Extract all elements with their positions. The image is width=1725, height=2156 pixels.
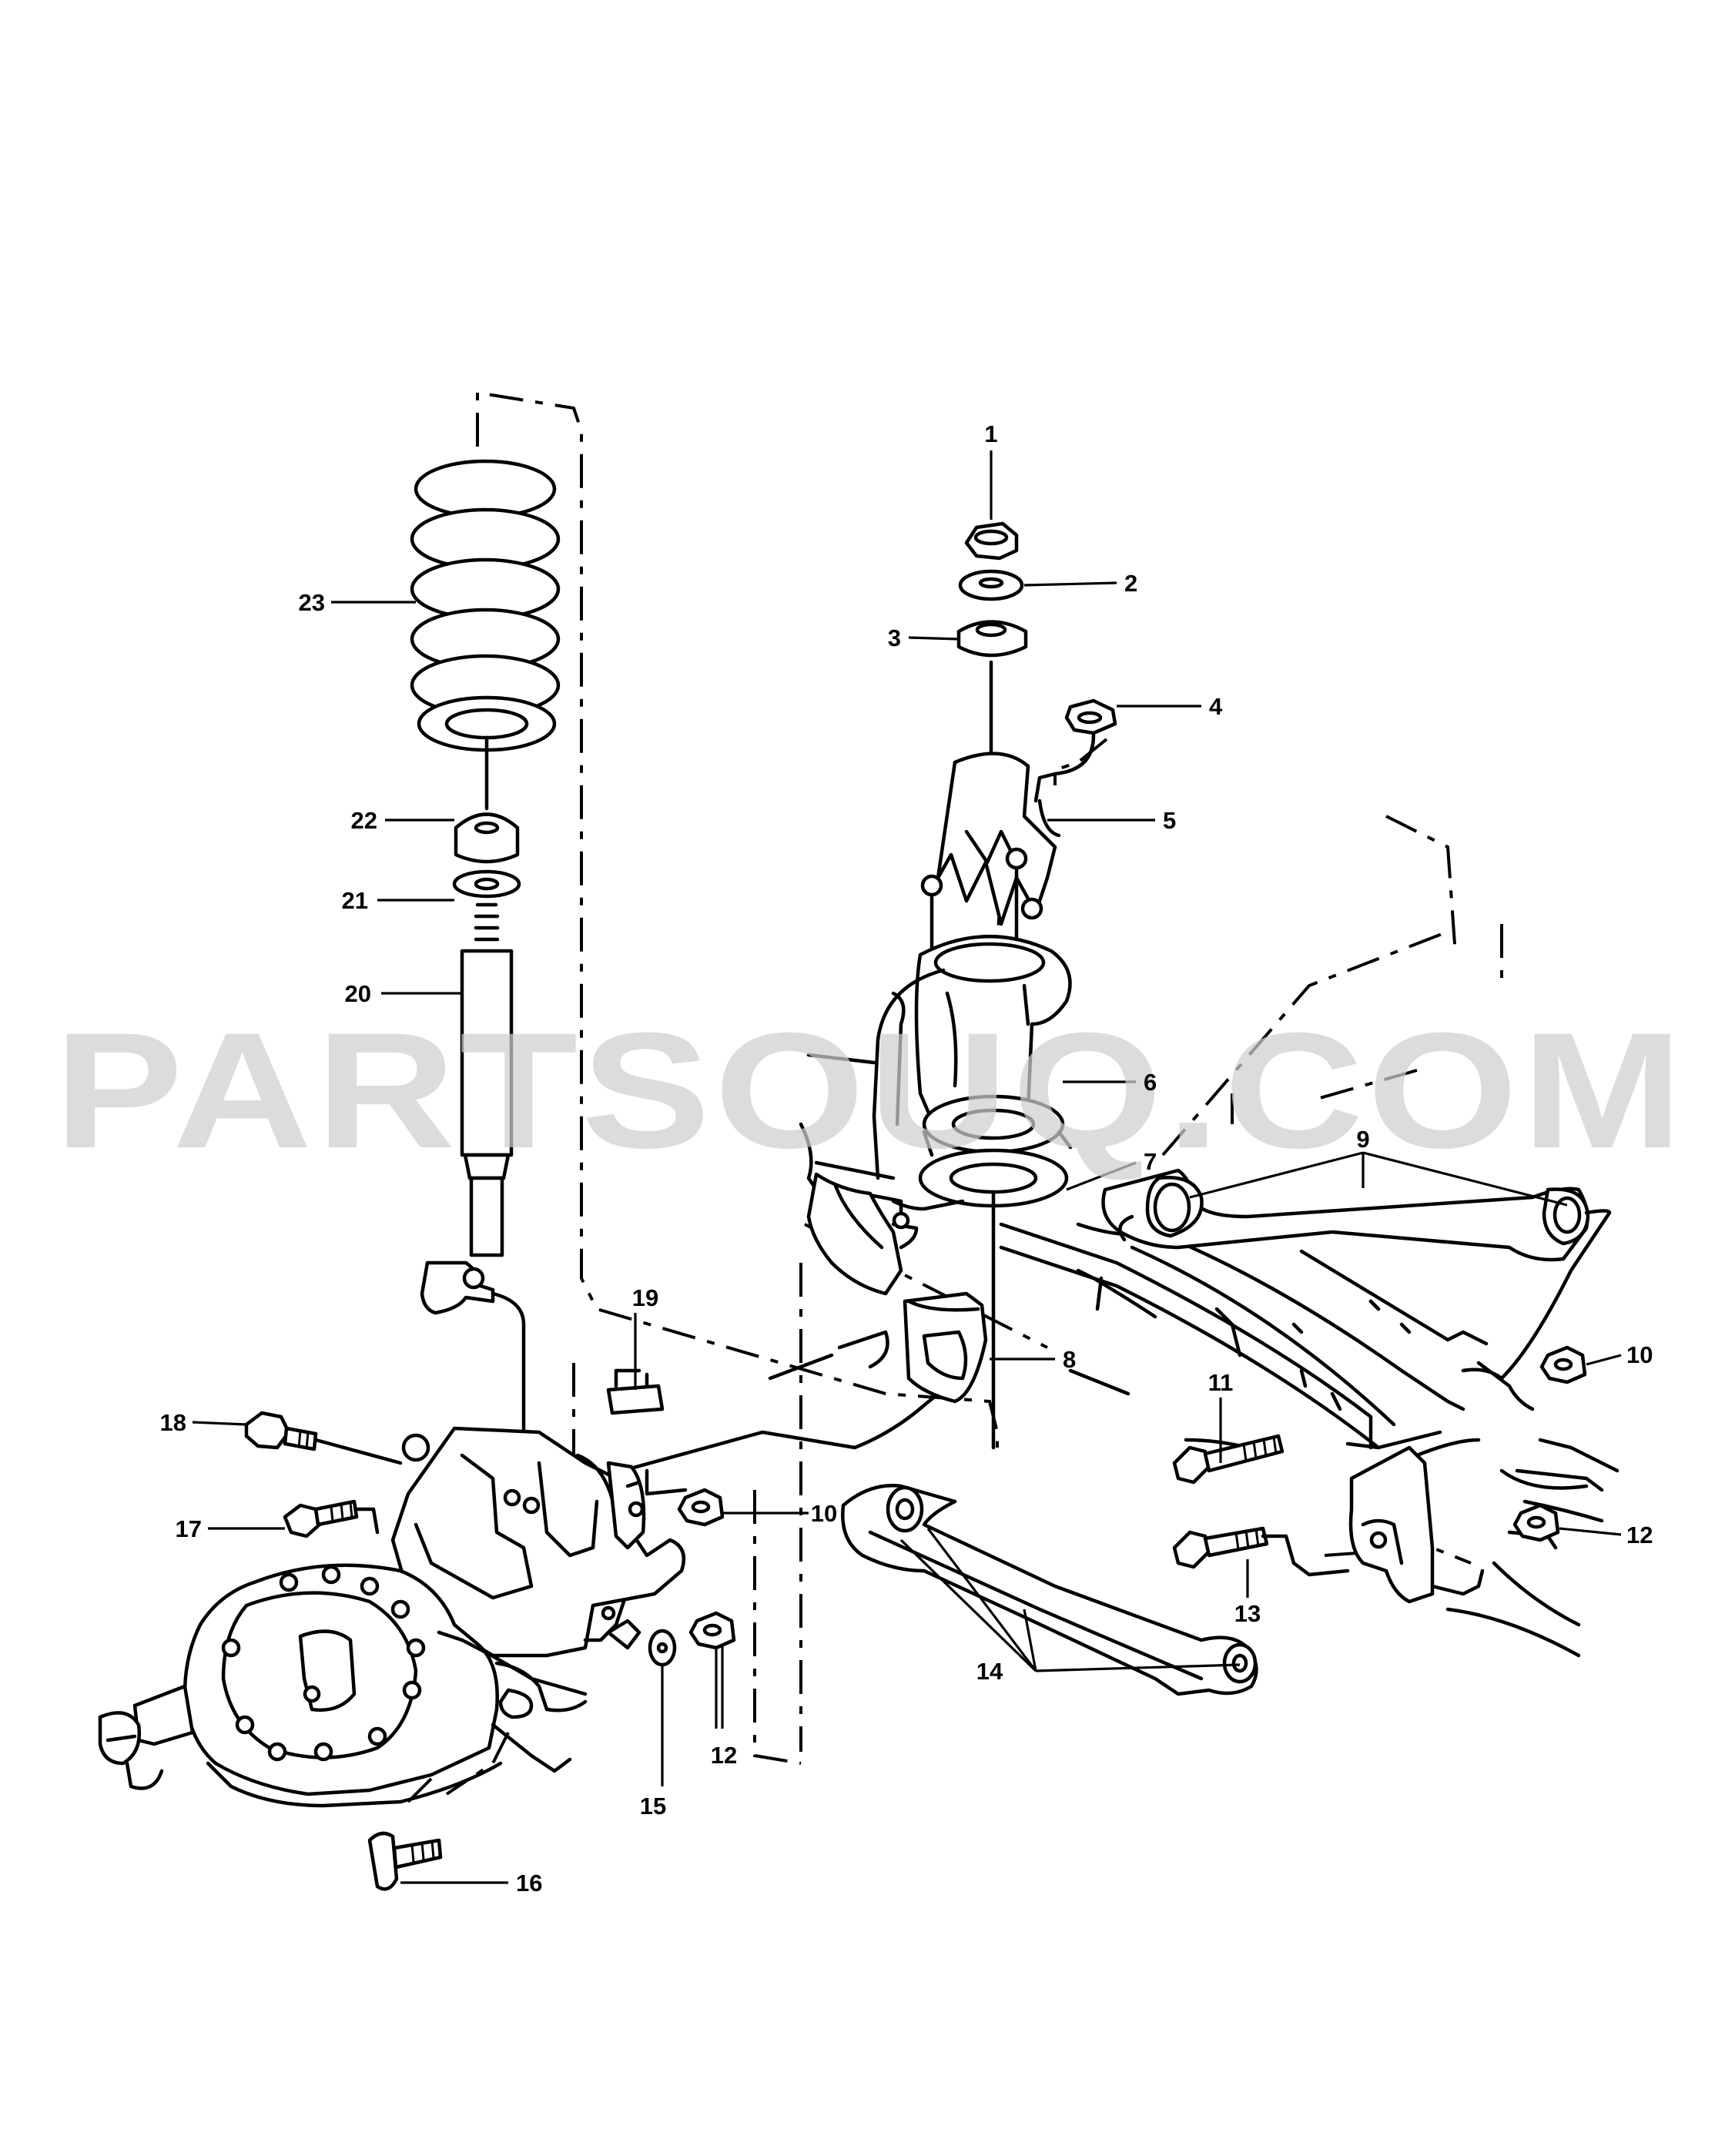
bolt-17 [283, 1499, 380, 1538]
spring-tower-bracket [806, 752, 1072, 1180]
nut-12-center [688, 1611, 736, 1650]
vehicle-frame [606, 1122, 1465, 1496]
leader-lines [192, 450, 1622, 1884]
callout-12-right: 12 [1626, 1522, 1653, 1548]
coil-spring [410, 459, 561, 752]
callout-10-center: 10 [811, 1500, 837, 1527]
callout-labels: 1 2 3 4 5 6 7 8 9 10 10 11 12 12 13 14 1… [160, 420, 1653, 1897]
frame-bracket [1348, 1361, 1619, 1658]
callout-15: 15 [640, 1793, 666, 1820]
callout-13: 13 [1234, 1600, 1261, 1627]
callout-6: 6 [1144, 1069, 1157, 1096]
callout-18: 18 [160, 1409, 186, 1436]
nut-10-center [677, 1488, 725, 1527]
top-mount-hardware [956, 521, 1028, 753]
nut-12-right [1512, 1503, 1560, 1542]
callout-20: 20 [345, 980, 371, 1007]
callout-2: 2 [1124, 570, 1137, 597]
callout-3: 3 [888, 624, 901, 651]
callout-1: 1 [984, 420, 997, 447]
callout-19: 19 [632, 1284, 658, 1311]
callout-7: 7 [1144, 1148, 1157, 1175]
callout-9: 9 [1356, 1126, 1369, 1153]
bump-stop [903, 1291, 988, 1404]
lower-control-arm [841, 1484, 1258, 1696]
callout-23: 23 [299, 589, 325, 616]
callout-10-right: 10 [1626, 1341, 1653, 1368]
callout-11: 11 [1208, 1369, 1234, 1396]
callout-5: 5 [1163, 807, 1176, 834]
axle-bracket [390, 1426, 686, 1658]
callout-8: 8 [1063, 1346, 1076, 1373]
callout-21: 21 [342, 887, 368, 914]
callout-16: 16 [516, 1870, 542, 1897]
front-differential [98, 1563, 641, 1808]
nut-10-right [1539, 1345, 1587, 1384]
callout-4: 4 [1209, 693, 1223, 720]
callout-22: 22 [351, 807, 377, 834]
bolt-13 [1172, 1526, 1350, 1577]
callout-12-center: 12 [711, 1742, 737, 1769]
callout-17: 17 [176, 1515, 202, 1542]
bolt-18 [244, 1411, 403, 1465]
watermark-text: PARTSOUQ.COM [54, 999, 1686, 1183]
shock-absorber [420, 735, 526, 1473]
spring-seat-spacers [918, 1094, 1073, 1450]
callout-14: 14 [976, 1658, 1003, 1685]
bolt-16 [367, 1831, 443, 1891]
upper-control-arm [1101, 1168, 1612, 1381]
washer-15 [648, 1629, 677, 1667]
clip-19 [606, 1368, 665, 1415]
flange-nut [1033, 698, 1117, 803]
bolt-11 [1172, 1434, 1285, 1485]
